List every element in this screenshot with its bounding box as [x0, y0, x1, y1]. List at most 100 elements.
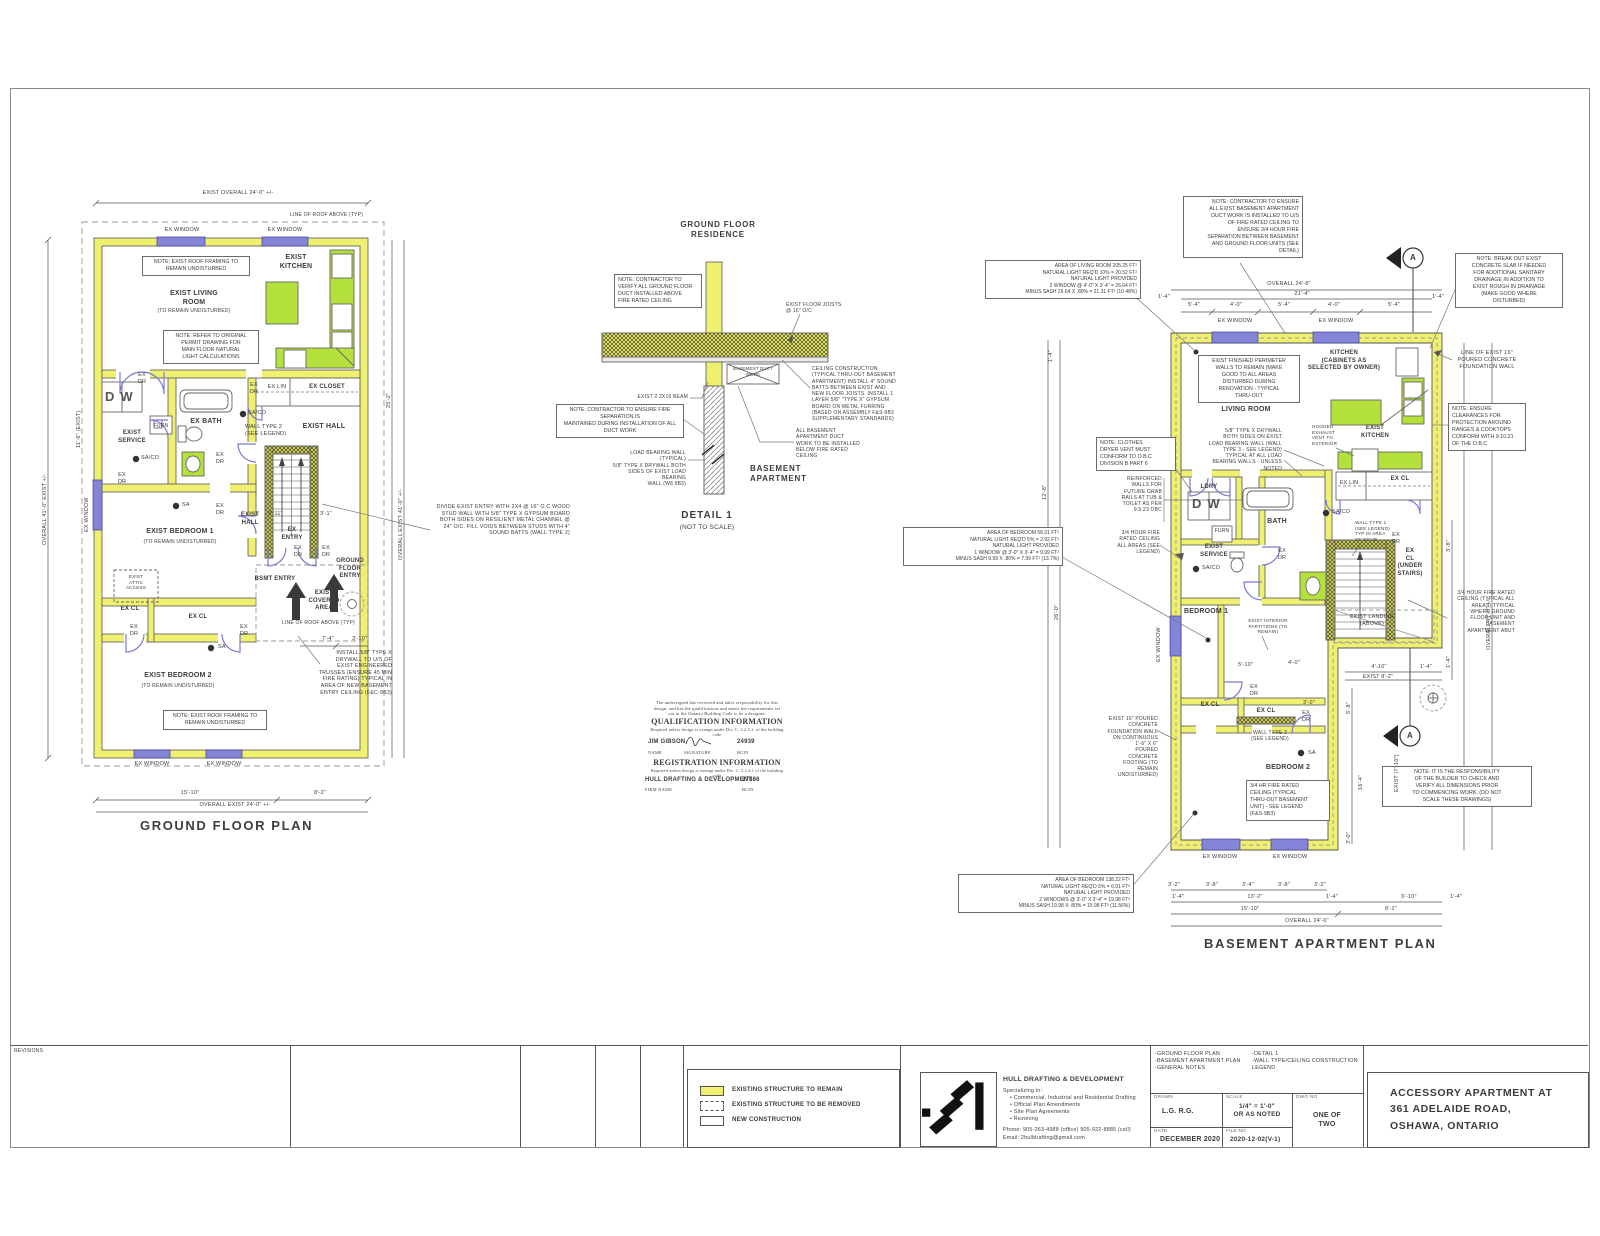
gf-attic-access-label: EXIST ATTIC ACCESS [125, 574, 147, 591]
gf-dim-stair-a: 3'-11" [268, 511, 283, 517]
gf-ex-window-label-left: EX WINDOW [84, 497, 90, 532]
bs-dim-st14: 1'-4" [1420, 664, 1432, 670]
gf-ex-window-label-b2: EX WINDOW [206, 761, 242, 767]
bs-sa-label: SA [1308, 750, 1316, 756]
gf-roof-line-label-top: LINE OF ROOF ABOVE (TYP) [290, 212, 363, 218]
firm-specialty-1: • Commercial, Industrial and Residential… [1010, 1095, 1136, 1101]
qualification-preamble: The undersigned has reviewed and takes r… [653, 700, 781, 716]
bs-dim-left-128: 12'-8" [1042, 484, 1048, 500]
firm-email: Email: 2hulldrafting@gmail.com [1003, 1135, 1085, 1141]
firm-specialty-1-text: Commercial, Industrial and Residential D… [1013, 1095, 1136, 1101]
bs-dim-bed510: 5'-10" [1238, 662, 1254, 668]
legend-label-new-construction: NEW CONSTRUCTION [732, 1116, 802, 1123]
firm-specialty-3-text: Site Plan Agreements [1013, 1109, 1070, 1115]
gf-dim-bottom-overall: OVERALL EXIST 24'-0" +/- [199, 802, 271, 808]
bs-living-room-label: LIVING ROOM [1221, 406, 1271, 413]
qualification-bcin-label: BCIN [737, 750, 749, 755]
gf-hall-lower-label: EXIST HALL [240, 512, 260, 526]
gf-ex-window-label-b1: EX WINDOW [134, 761, 170, 767]
gf-dim-right-height: 25'-2" [386, 392, 392, 408]
registration-bcin-value: 27886 [742, 777, 760, 783]
bs-hood-vent-label: HOODED EXHAUST VENT TO EXTERIOR [1312, 424, 1338, 447]
firm-specialty-4-text: Rezoning [1013, 1116, 1039, 1122]
bs-ex-window-label-b2: EX WINDOW [1272, 854, 1308, 860]
bs-dim-b9: 6'-10" [1401, 894, 1417, 900]
gf-wall-type2-label: WALL TYPE 2 (SEE LEGEND) [245, 424, 287, 437]
firm-specialty-2: • Official Plan Amendments [1010, 1102, 1081, 1108]
bs-ex-window-label-t1: EX WINDOW [1217, 318, 1253, 324]
bs-dim-left-14: 1'-4" [1048, 350, 1054, 362]
bs-wall-type1-label: WALL TYPE 1 (SEE LEGEND) TYP IN AREA OF … [1355, 520, 1390, 543]
gf-hall-upper-label: EXIST HALL [302, 423, 346, 430]
contents-col1: -GROUND FLOOR PLAN -BASEMENT APARTMENT P… [1155, 1051, 1241, 1071]
bs-section-marker-a-top: A [1410, 253, 1416, 262]
project-title: ACCESSORY APARTMENT AT 361 ADELAIDE ROAD… [1390, 1087, 1553, 1132]
bs-area-living-note: AREA OF LIVING ROOM 205.25 FT² NATURAL L… [985, 260, 1141, 299]
bs-dim-b7: 13'-2" [1247, 894, 1263, 900]
drawn-label: DRAWN [1154, 1095, 1173, 1100]
qualification-signature-label: SIGNATURE [684, 750, 711, 755]
gf-note-divide-entry: DIVIDE EXIST ENTRY WITH 2X4 @ 16" O.C WO… [436, 504, 570, 537]
bs-note-clearances: NOTE: ENSURE CLEARANCES FOR PROTECTION A… [1448, 403, 1526, 451]
detail-duct-below-note: ALL BASEMENT APARTMENT DUCT WORK TO BE I… [796, 428, 861, 459]
gf-note-roof-framing-top: NOTE: EXIST ROOF FRAMING TO REMAIN UNDIS… [142, 256, 250, 276]
gf-note-trusses: INSTALL 5/8" TYPE X DRYWALL TO U/S OF EX… [318, 650, 392, 696]
detail-residence-title: GROUND FLOOR RESIDENCE [680, 220, 756, 239]
bs-dim-seg-3: 5'-4" [1278, 302, 1290, 308]
bs-dim-right-overall: OVERALL 41'-0" +/- [1486, 597, 1492, 650]
bs-ex-dr-label-4: EX DR [1301, 710, 1311, 723]
detail-load-bearing-note: LOAD BEARING WALL (TYPICAL) 5/8" TYPE X … [613, 450, 686, 488]
gf-ex-window-label-t1: EX WINDOW [164, 227, 200, 233]
gf-ex-cl-label-2: EX CL [188, 614, 208, 620]
bs-note-fire-all: 3/4 HOUR FIRE RATED CEILING ALL AREAS (S… [1117, 530, 1160, 555]
gf-ex-entry-label: EX ENTRY [281, 527, 303, 541]
legend-label-existing-remain: EXISTING STRUCTURE TO REMAIN [732, 1086, 843, 1093]
bs-dim-seg-1: 5'-4" [1188, 302, 1200, 308]
project-title-box [1367, 1072, 1589, 1148]
firm-specialty-3: • Site Plan Agreements [1010, 1109, 1070, 1115]
bs-dim-st30: 3'-0" [1346, 832, 1352, 844]
bs-dim-left-260: 26'-0" [1054, 604, 1060, 620]
qualification-sub: Required unless design is exempt under D… [650, 727, 784, 738]
gf-ex-dr-label-8: EX DR [293, 545, 303, 558]
bs-note-drywall-lb: 5/8" TYPE X DRYWALL BOTH SIDES ON EXIST … [1208, 428, 1282, 472]
gf-kitchen-label: EXIST KITCHEN [279, 254, 313, 270]
gf-bedroom2-sub: (TO REMAIN UNDISTURBED) [141, 683, 215, 689]
bs-note-responsibility: NOTE: IT IS THE RESPONSIBILITY OF THE BU… [1382, 766, 1532, 807]
bs-area-bed1-note: AREA OF BEDROOM 58.31 FT² NATURAL LIGHT … [903, 527, 1063, 566]
gf-dim-left-overall: OVERALL 41'-0" EXIST +/- [42, 474, 48, 545]
gf-bedroom2-label: EXIST BEDROOM 2 [144, 672, 212, 679]
gf-ex-dr-label-9: EX DR [321, 545, 331, 558]
bs-foundation-note: EXIST 16" POURED CONCRETE FOUNDATION WAL… [1107, 716, 1158, 779]
gf-sa-label-2: SA [218, 644, 226, 650]
registration-firm-value: HULL DRAFTING & DEVELOPMENT [645, 777, 753, 783]
gf-bsmt-entry-label: BSMT ENTRY [254, 576, 296, 582]
bs-saco-label-1: SA/CO [1332, 509, 1351, 515]
hull-drafting-logo [922, 1080, 984, 1135]
bs-ex-cl-label-1: EX CL [1200, 702, 1220, 708]
file-no-value: 2020-12-02(V-1) [1230, 1136, 1281, 1143]
file-no-label: FILE NO [1226, 1129, 1247, 1134]
qualification-title: QUALIFICATION INFORMATION [651, 717, 783, 726]
bs-dim-b5: 3'-2" [1314, 882, 1326, 888]
bs-exist-kitchen-label: EXIST KITCHEN [1360, 425, 1390, 439]
bs-dim-b8: 1'-4" [1326, 894, 1338, 900]
legend-swatch-existing-remain [700, 1086, 724, 1096]
gf-dim-left-exist: 11'-6" (EXIST) [76, 410, 82, 449]
bs-ex-cl-under-label: EX CL (UNDER STAIRS) [1397, 548, 1423, 577]
bs-saco-label-2: SA/CO [1202, 565, 1221, 571]
bs-ex-window-label-left: EX WINDOW [1156, 627, 1162, 662]
qualification-name-value: JIM GIBSON [648, 739, 686, 745]
bs-dim-b3: 3'-4" [1242, 882, 1254, 888]
qualification-bcin-value: 24939 [737, 739, 755, 745]
detail-joists-label: EXIST FLOOR JOISTS @ 16" O/C [786, 302, 842, 315]
detail-beam-label: EXIST 2 2X10 BEAM [637, 394, 688, 400]
gf-covered-area-label: EXIST COVERED AREA [308, 590, 340, 611]
bs-note-duct: NOTE: CONTRACTOR TO ENSURE ALL EXIST BAS… [1183, 196, 1303, 258]
bs-dim-exist82: EXIST 8'-2" [1362, 674, 1394, 680]
bs-dim-overall-top: OVERALL 24'-8" [1267, 281, 1311, 287]
gf-ex-bath-label: EX BATH [190, 418, 222, 425]
bs-dim-1-4-right: 1'-4" [1432, 294, 1444, 300]
bs-ex-dr-label-3: EX DR [1249, 684, 1259, 697]
detail-note-verify: NOTE: CONTRACTOR TO VERIFY ALL GROUND FL… [614, 274, 702, 308]
